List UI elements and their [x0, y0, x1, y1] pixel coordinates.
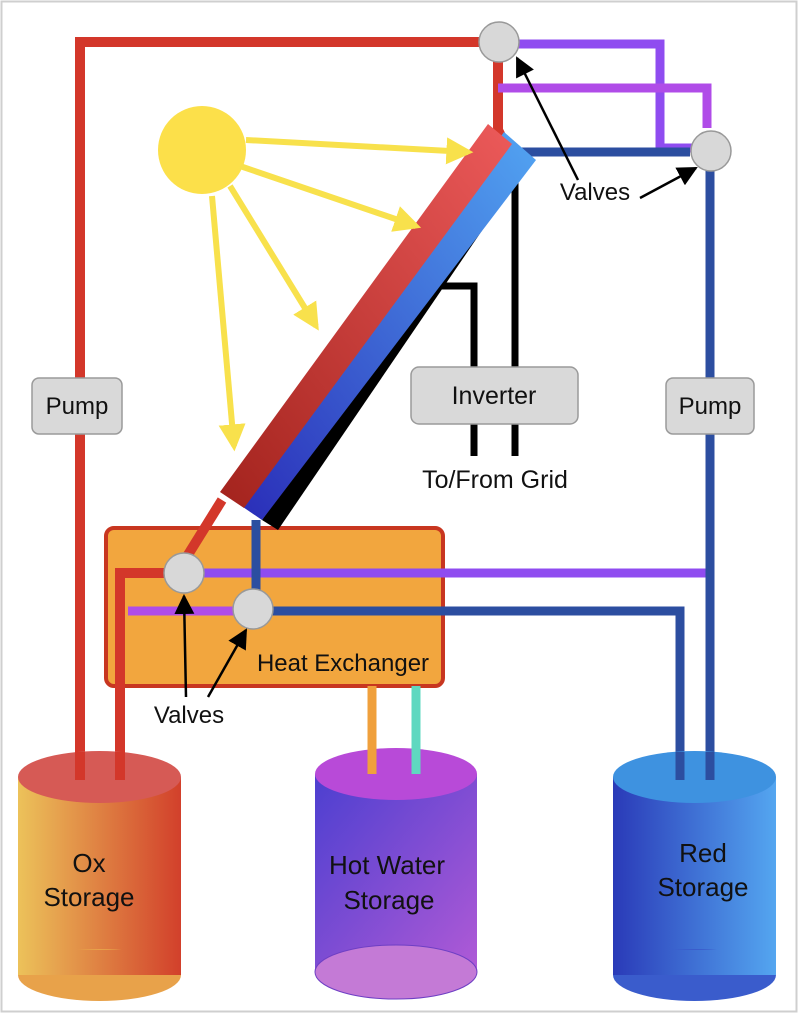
valve-top-right[interactable] — [690, 130, 732, 172]
pump-right[interactable]: Pump — [665, 377, 755, 435]
panel-red-feed-pipe — [493, 52, 507, 141]
panel-red-outlet-pipe — [181, 497, 227, 561]
valve-pointer-arrow — [639, 166, 698, 200]
valve-pointer-arrow — [206, 628, 248, 698]
top-crossover-pipe-a — [518, 39, 694, 153]
red-storage-tank: Red Storage — [613, 751, 776, 1001]
top-crossover-pipe-b — [498, 83, 712, 128]
inverter-label: Inverter — [452, 382, 537, 410]
red-storage-label-line1: Red — [679, 838, 727, 868]
valves-label-bottom: Valves — [154, 702, 224, 729]
red-storage-return-pipe — [272, 606, 685, 775]
inverter[interactable]: Inverter — [410, 366, 579, 425]
ox-loop-pipe — [75, 37, 499, 760]
sun-ray — [245, 137, 474, 165]
ox-return-pipe — [115, 568, 164, 768]
sun — [158, 106, 474, 452]
pump-left[interactable]: Pump — [31, 377, 123, 435]
red-storage-label-line2: Storage — [657, 872, 748, 902]
ox-storage-label-line2: Storage — [43, 882, 134, 912]
sun-ray — [209, 195, 246, 452]
pump-left-label: Pump — [46, 393, 109, 420]
heat-exchanger-label: Heat Exchanger — [257, 650, 429, 677]
hot-water-storage-label-line1: Hot Water — [329, 850, 445, 880]
ox-storage-tank: Ox Storage — [18, 751, 181, 1001]
valve-bottom-left[interactable] — [163, 552, 205, 594]
ox-storage-label-line1: Ox — [72, 848, 105, 878]
hot-water-storage-label-line2: Storage — [343, 885, 434, 915]
valve-bottom-right[interactable] — [232, 588, 274, 630]
valve-pointer-arrow — [515, 56, 580, 181]
grid-label: To/From Grid — [422, 466, 568, 494]
valves-label-top: Valves — [560, 179, 630, 206]
solar-panel — [220, 124, 536, 530]
hot-water-storage-tank: Hot Water Storage — [314, 748, 478, 1000]
valve-top-left[interactable] — [478, 21, 520, 63]
sun-ray — [239, 163, 422, 232]
sun-icon — [158, 106, 246, 194]
sun-ray — [227, 184, 319, 331]
pump-right-label: Pump — [679, 393, 742, 420]
valve-pointer-arrow — [174, 594, 195, 698]
